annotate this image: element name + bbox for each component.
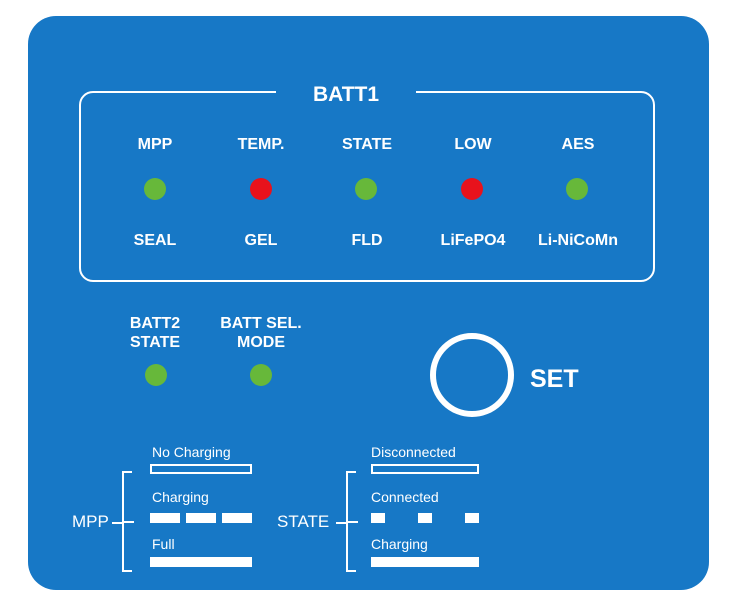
- state-led: [355, 178, 377, 200]
- mpp-led: [144, 178, 166, 200]
- li-nicomn-label: Li-NiCoMn: [538, 232, 618, 249]
- state-label: STATE: [341, 136, 393, 153]
- batt2-state-label-line2: STATE: [129, 334, 181, 351]
- mpp-label: MPP: [137, 136, 173, 153]
- aes-led: [566, 178, 588, 200]
- batt-sel-mode-label-line1: BATT SEL.: [220, 315, 302, 332]
- batt-sel-mode-label-line2: MODE: [237, 334, 285, 351]
- state-legend-mid-tick: [346, 521, 358, 523]
- state-disconnected-bar: [371, 464, 479, 474]
- state-legend-label: STATE: [277, 512, 330, 531]
- gel-label: GEL: [244, 232, 278, 249]
- state-disconnected-label: Disconnected: [371, 444, 456, 460]
- mpp-full-label: Full: [152, 536, 175, 552]
- mpp-legend-connector: [112, 522, 122, 524]
- batt1-title: BATT1: [276, 83, 416, 107]
- seal-label: SEAL: [133, 232, 177, 249]
- temp-led: [250, 178, 272, 200]
- mpp-no-charging-label: No Charging: [152, 444, 231, 460]
- low-label: LOW: [454, 136, 492, 153]
- state-charging-label: Charging: [371, 536, 428, 552]
- mpp-legend-mid-tick: [122, 521, 134, 523]
- aes-label: AES: [561, 136, 595, 153]
- state-connected-label: Connected: [371, 489, 439, 505]
- mpp-charging-bar-segment: [222, 513, 252, 523]
- state-charging-bar: [371, 557, 479, 567]
- batt2-state-label-line1: BATT2: [129, 315, 181, 332]
- mpp-legend-label: MPP: [72, 512, 109, 531]
- mpp-charging-bar-segment: [186, 513, 216, 523]
- mpp-full-bar: [150, 557, 252, 567]
- set-button-label: SET: [530, 365, 579, 393]
- mpp-no-charging-bar: [150, 464, 252, 474]
- batt2-state-led: [145, 364, 167, 386]
- state-connected-bar-segment: [418, 513, 432, 523]
- state-connected-bar-segment: [465, 513, 479, 523]
- mpp-charging-label: Charging: [152, 489, 209, 505]
- low-led: [461, 178, 483, 200]
- mpp-charging-bar-segment: [150, 513, 180, 523]
- set-button[interactable]: [430, 333, 514, 417]
- state-connected-bar-segment: [371, 513, 385, 523]
- lifepo4-label: LiFePO4: [440, 232, 506, 249]
- batt-sel-mode-led: [250, 364, 272, 386]
- state-legend-connector: [336, 522, 346, 524]
- fld-label: FLD: [351, 232, 383, 249]
- led-indicator-panel: BATT1 MPP SEAL TEMP. GEL STATE FLD LOW L…: [28, 16, 709, 590]
- temp-label: TEMP.: [237, 136, 285, 153]
